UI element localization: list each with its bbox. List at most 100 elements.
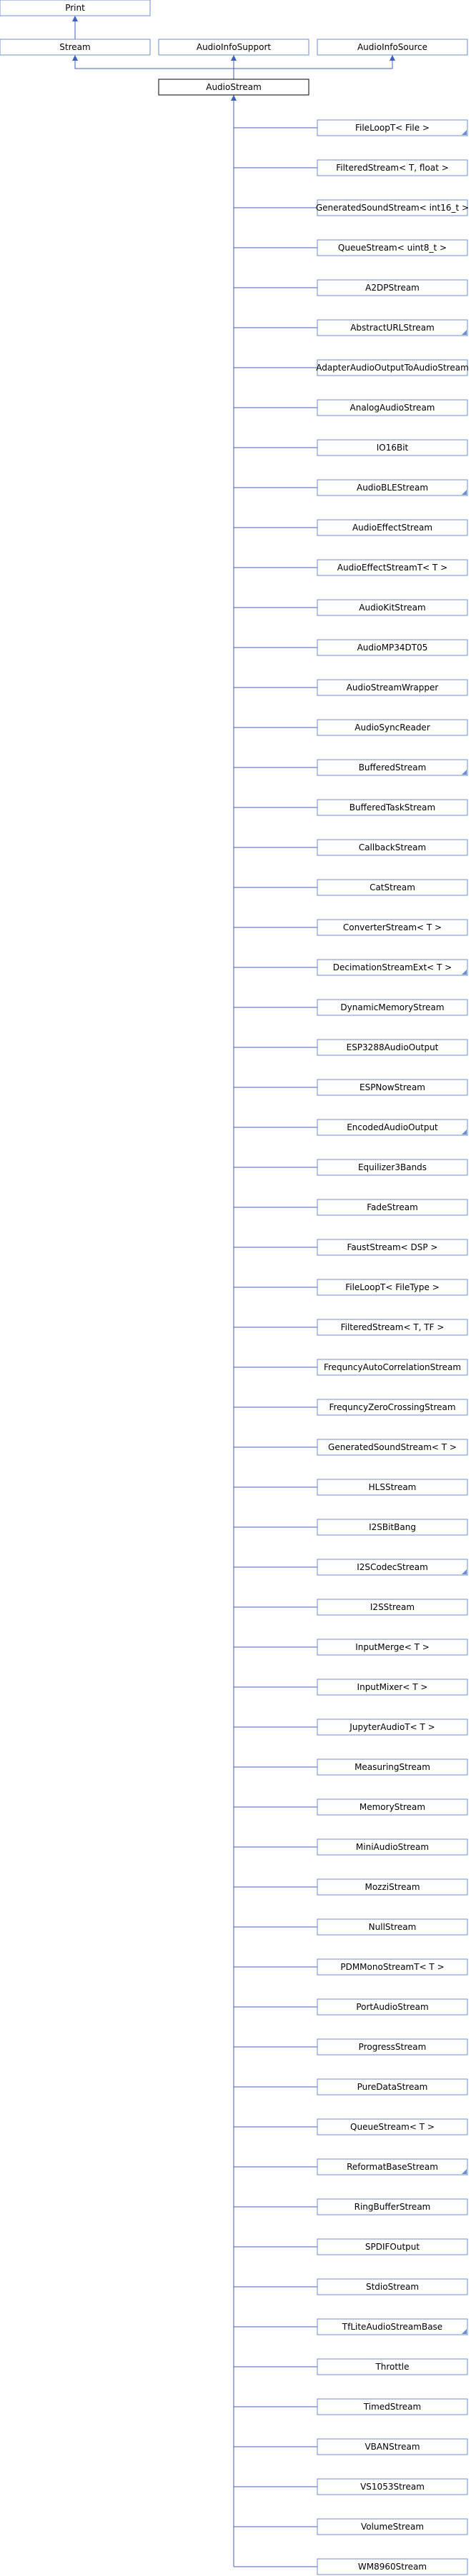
- derived-class-node[interactable]: ProgressStream: [317, 2038, 468, 2056]
- derived-class-box: [317, 1599, 468, 1616]
- derived-class-node[interactable]: WM8960Stream: [317, 2558, 468, 2575]
- node-audio-info-support[interactable]: AudioInfoSupport: [158, 39, 309, 56]
- derived-class-node[interactable]: A2DPStream: [317, 279, 468, 296]
- node-print[interactable]: Print: [0, 0, 151, 16]
- node-stream[interactable]: Stream: [0, 39, 151, 56]
- derived-class-node[interactable]: ESPNowStream: [317, 1079, 468, 1096]
- derived-class-node[interactable]: MemoryStream: [317, 1798, 468, 1816]
- derived-class-node[interactable]: SPDIFOutput: [317, 2238, 468, 2255]
- derived-class-node[interactable]: AnalogAudioStream: [317, 399, 468, 416]
- derived-class-node[interactable]: QueueStream< uint8_t >: [317, 239, 468, 256]
- derived-class-node[interactable]: FaustStream< DSP >: [317, 1239, 468, 1256]
- derived-class-node[interactable]: VolumeStream: [317, 2518, 468, 2535]
- node-label-print: Print: [65, 3, 85, 13]
- derived-class-node[interactable]: Equilizer3Bands: [317, 1159, 468, 1176]
- derived-class-node[interactable]: DynamicMemoryStream: [317, 999, 468, 1016]
- derived-class-node[interactable]: BufferedStream: [317, 759, 468, 776]
- derived-class-node[interactable]: I2SCodecStream: [317, 1559, 468, 1576]
- edge-audiostream-to-stream: [74, 55, 234, 69]
- derived-class-node[interactable]: AudioEffectStreamT< T >: [317, 559, 468, 576]
- derived-class-box: [317, 999, 468, 1016]
- derived-class-node[interactable]: FilteredStream< T, TF >: [317, 1319, 468, 1336]
- edge-audiostream-to-audioinfosource: [234, 55, 393, 69]
- derived-class-label: AudioEffectStreamT< T >: [337, 563, 447, 573]
- derived-class-box: [317, 2038, 468, 2056]
- derived-class-node[interactable]: TimedStream: [317, 2398, 468, 2415]
- derived-class-node[interactable]: DecimationStreamExt< T >: [317, 959, 468, 976]
- derived-class-label: Throttle: [375, 2362, 409, 2372]
- derived-class-node[interactable]: ConverterStream< T >: [317, 919, 468, 936]
- derived-class-node[interactable]: StdioStream: [317, 2278, 468, 2295]
- derived-class-node[interactable]: BufferedTaskStream: [317, 799, 468, 816]
- derived-class-node[interactable]: AudioKitStream: [317, 599, 468, 616]
- derived-class-node[interactable]: AudioBLEStream: [317, 479, 468, 496]
- derived-class-node[interactable]: I2SBitBang: [317, 1519, 468, 1536]
- derived-class-node[interactable]: MozziStream: [317, 1878, 468, 1896]
- derived-class-label: GeneratedSoundStream< int16_t >: [316, 203, 469, 213]
- derived-class-box: [317, 2438, 468, 2455]
- derived-class-node[interactable]: I2SStream: [317, 1599, 468, 1616]
- derived-class-node[interactable]: FrequncyAutoCorrelationStream: [317, 1359, 468, 1376]
- derived-class-label: AudioEffectStream: [352, 523, 432, 533]
- node-audio-info-source[interactable]: AudioInfoSource: [317, 39, 468, 56]
- derived-class-label: DynamicMemoryStream: [340, 1002, 444, 1012]
- derived-class-node[interactable]: ReformatBaseStream: [317, 2158, 468, 2175]
- derived-class-node[interactable]: FilteredStream< T, float >: [317, 159, 468, 176]
- derived-class-node[interactable]: PureDataStream: [317, 2078, 468, 2095]
- derived-class-node[interactable]: FrequncyZeroCrossingStream: [317, 1399, 468, 1416]
- derived-class-node[interactable]: HLSStream: [317, 1479, 468, 1496]
- derived-class-box: [317, 2398, 468, 2415]
- derived-class-node[interactable]: InputMixer< T >: [317, 1679, 468, 1696]
- derived-class-node[interactable]: FileLoopT< File >: [317, 119, 468, 136]
- derived-class-node[interactable]: AudioEffectStream: [317, 519, 468, 536]
- derived-class-node[interactable]: RingBufferStream: [317, 2198, 468, 2215]
- derived-class-node[interactable]: AudioMP34DT05: [317, 639, 468, 656]
- inheritance-edges: [72, 16, 395, 2567]
- arrowhead-audio-info-support: [231, 55, 237, 61]
- derived-class-node[interactable]: FileLoopT< FileType >: [317, 1279, 468, 1296]
- arrowhead-audio-info-source: [390, 55, 395, 61]
- derived-class-node[interactable]: AdapterAudioOutputToAudioStream: [316, 359, 469, 376]
- derived-class-node[interactable]: CallbackStream: [317, 839, 468, 856]
- derived-class-label: CatStream: [370, 882, 415, 892]
- derived-class-node[interactable]: AudioSyncReader: [317, 719, 468, 736]
- derived-class-box: [317, 239, 468, 256]
- derived-class-node[interactable]: CatStream: [317, 879, 468, 896]
- node-audio-stream-current[interactable]: AudioStream: [158, 79, 309, 96]
- derived-class-node[interactable]: EncodedAudioOutput: [317, 1119, 468, 1136]
- derived-class-box: [317, 1119, 468, 1136]
- derived-class-label: TfLiteAudioStreamBase: [342, 2322, 442, 2332]
- derived-class-node[interactable]: NullStream: [317, 1918, 468, 1936]
- derived-class-label: Equilizer3Bands: [358, 1162, 427, 1172]
- derived-class-node[interactable]: MiniAudioStream: [317, 1838, 468, 1856]
- derived-class-label: TimedStream: [363, 2402, 421, 2412]
- derived-class-node[interactable]: AudioStreamWrapper: [317, 679, 468, 696]
- derived-class-node[interactable]: VS1053Stream: [317, 2478, 468, 2495]
- derived-class-box: [317, 1239, 468, 1256]
- derived-class-box: [317, 1998, 468, 2016]
- derived-class-node[interactable]: PortAudioStream: [317, 1998, 468, 2016]
- derived-class-node[interactable]: GeneratedSoundStream< T >: [317, 1439, 468, 1456]
- derived-class-node[interactable]: MeasuringStream: [317, 1759, 468, 1776]
- derived-class-node[interactable]: ESP3288AudioOutput: [317, 1039, 468, 1056]
- derived-class-node[interactable]: FadeStream: [317, 1199, 468, 1216]
- derived-class-box: [317, 1958, 468, 1976]
- derived-class-label: AudioMP34DT05: [357, 643, 428, 653]
- derived-class-node[interactable]: JupyterAudioT< T >: [317, 1719, 468, 1736]
- derived-class-box: [317, 1679, 468, 1696]
- derived-class-label: I2SCodecStream: [357, 1562, 428, 1572]
- derived-class-label: GeneratedSoundStream< T >: [328, 1442, 457, 1452]
- derived-class-node[interactable]: PDMMonoStreamT< T >: [317, 1958, 468, 1976]
- derived-class-box: [317, 2518, 468, 2535]
- derived-class-label: BufferedStream: [359, 763, 427, 773]
- derived-class-node[interactable]: IO16Bit: [317, 439, 468, 456]
- derived-class-node[interactable]: TfLiteAudioStreamBase: [317, 2318, 468, 2335]
- derived-class-node[interactable]: AbstractURLStream: [317, 319, 468, 336]
- derived-class-node[interactable]: InputMerge< T >: [317, 1639, 468, 1656]
- derived-class-box: [317, 2318, 468, 2335]
- has-subclasses-icon: [462, 1129, 467, 1134]
- derived-class-node[interactable]: GeneratedSoundStream< int16_t >: [316, 199, 469, 216]
- derived-class-node[interactable]: Throttle: [317, 2358, 468, 2375]
- derived-class-node[interactable]: QueueStream< T >: [317, 2118, 468, 2135]
- derived-class-node[interactable]: VBANStream: [317, 2438, 468, 2455]
